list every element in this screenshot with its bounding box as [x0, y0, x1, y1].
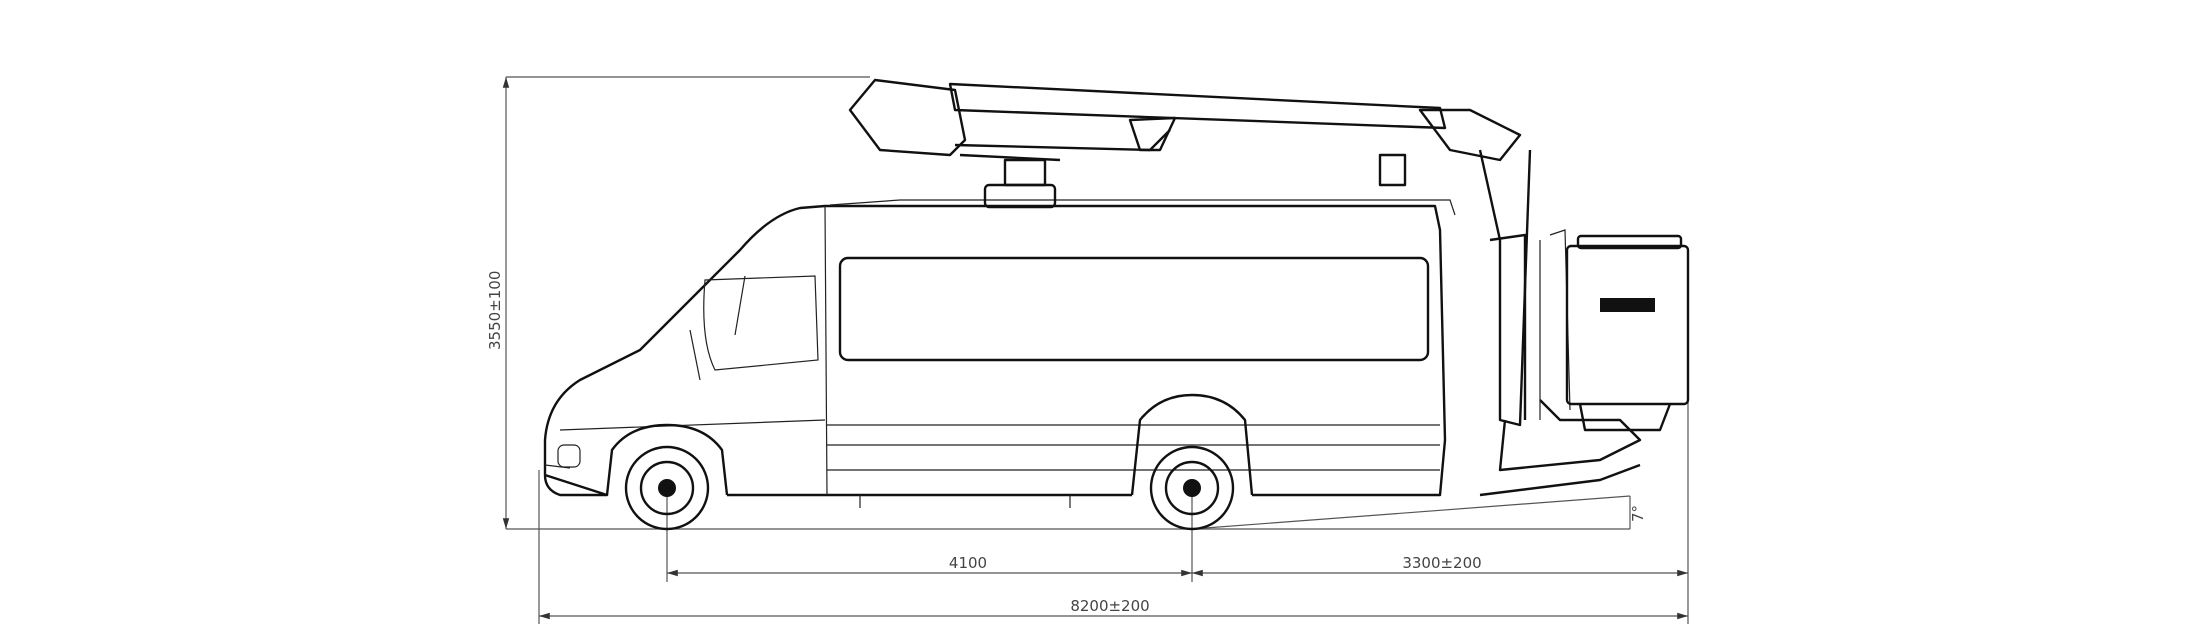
dimension-lines — [502, 76, 1689, 624]
height-dimension-label: 3550±100 — [486, 271, 504, 350]
wheelbase-dimension-label: 4100 — [949, 554, 987, 572]
work-basket — [1565, 234, 1690, 432]
manufacturer-logo — [1600, 298, 1655, 312]
aerial-boom — [848, 78, 1642, 497]
van-body — [543, 199, 1456, 508]
overall-length-dimension-label: 8200±200 — [1070, 597, 1149, 615]
angle-dimension-label: 7° — [1629, 505, 1647, 522]
front-wheel — [624, 445, 710, 531]
rear-overhang-dimension-label: 3300±200 — [1402, 554, 1481, 572]
rear-wheel — [1149, 445, 1235, 531]
